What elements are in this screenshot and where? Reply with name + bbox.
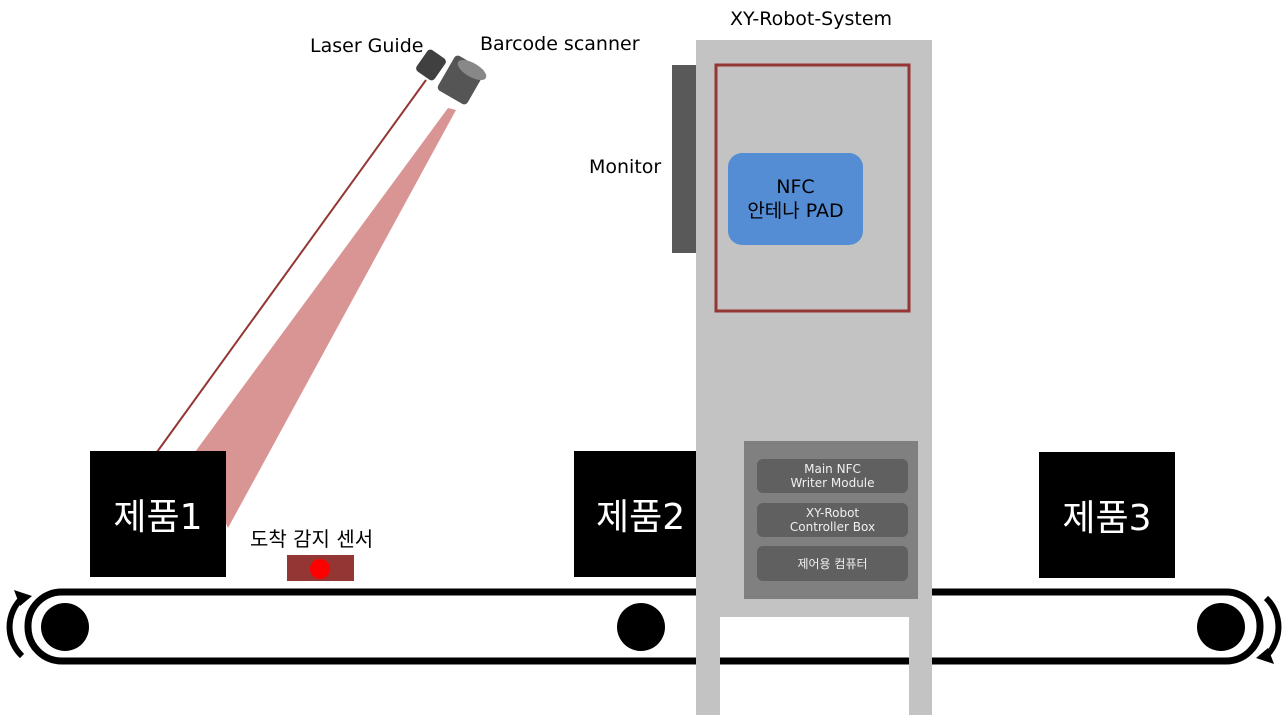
barcode-scanner-label: Barcode scanner (480, 33, 640, 55)
laser-guide-device (416, 49, 446, 81)
product-3: 제품3 (1039, 452, 1175, 578)
module-line1: Main NFC (804, 462, 861, 476)
rotation-arrow-right-icon (1263, 595, 1282, 659)
rotation-arrow-left-head (14, 590, 32, 606)
product-1: 제품1 (90, 451, 226, 577)
arrival-sensor-light (310, 559, 330, 579)
module-line2: Controller Box (789, 520, 876, 534)
module-control-computer: 제어용 컴퓨터 (757, 546, 908, 581)
barcode-scanner-lens (457, 59, 487, 81)
module-line2: Writer Module (790, 476, 875, 490)
laser-guide-line (156, 79, 427, 453)
nfc-zone (714, 63, 911, 313)
module-line1: XY-Robot (805, 506, 860, 520)
laser-guide-label: Laser Guide (310, 35, 424, 57)
rotation-arrow-right-head (1256, 648, 1274, 664)
arrival-sensor-label: 도착 감지 센서 (250, 527, 374, 551)
nfc-pad-line2: 안테나 PAD (747, 200, 844, 222)
nfc-antenna-pad: NFC 안테나 PAD (728, 153, 863, 245)
nfc-pad-line1: NFC (776, 176, 815, 198)
barcode-scanner-beam (195, 108, 456, 528)
conveyor-roller-left (41, 603, 89, 651)
module-xy-robot-controller: XY-Robot Controller Box (757, 503, 908, 537)
monitor-label: Monitor (589, 156, 662, 178)
conveyor-roller-right (1197, 603, 1245, 651)
module-line1: 제어용 컴퓨터 (797, 556, 868, 571)
monitor (672, 65, 696, 253)
conveyor-roller-middle (617, 603, 665, 651)
system-title: XY-Robot-System (730, 8, 893, 30)
product-2: 제품2 (574, 451, 696, 577)
xy-robot-frame (696, 40, 932, 715)
rotation-arrow-left-icon (6, 595, 25, 659)
module-main-nfc-writer: Main NFC Writer Module (757, 459, 908, 493)
